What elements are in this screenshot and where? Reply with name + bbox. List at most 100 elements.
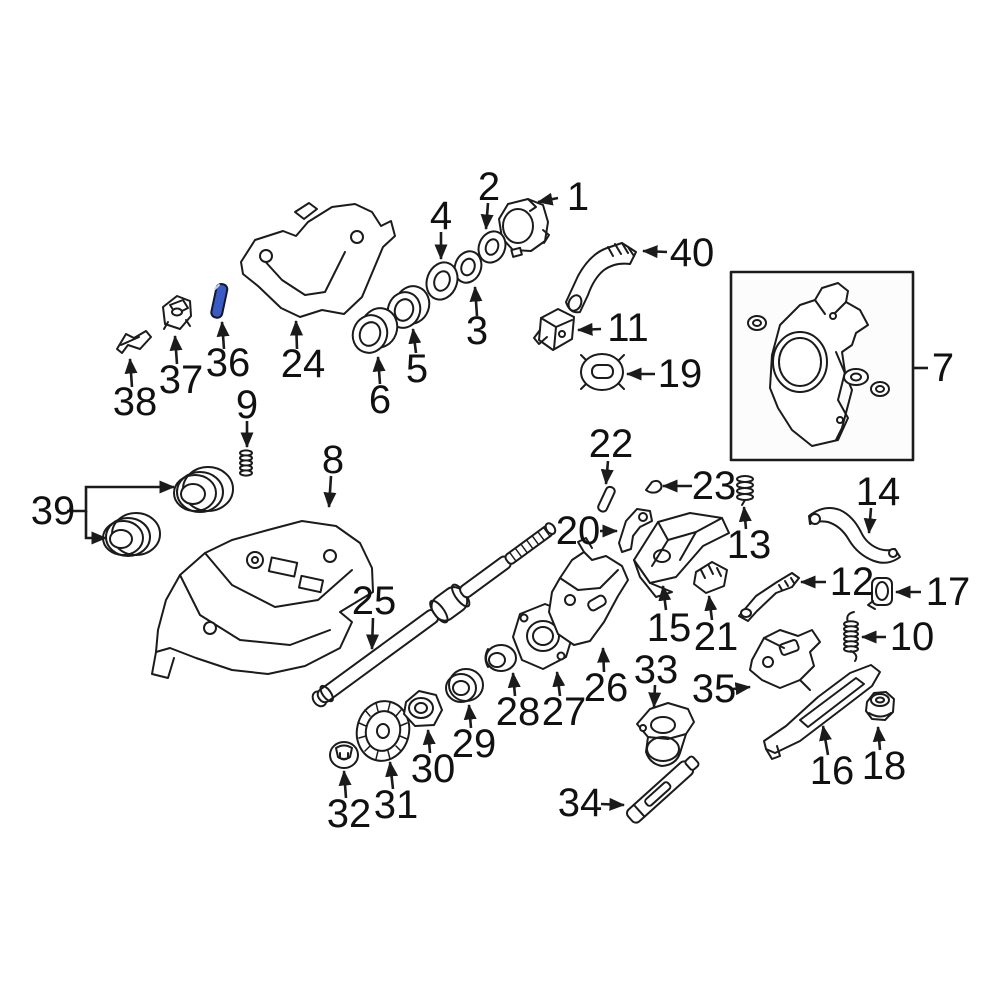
part-30-drawing xyxy=(403,690,443,727)
part-25-leader xyxy=(365,617,379,651)
part-2-drawing xyxy=(477,230,507,264)
part-16-leader xyxy=(819,724,832,756)
part-11-label: 11 xyxy=(607,306,649,350)
part-31-leader xyxy=(385,760,399,790)
part-35-label: 35 xyxy=(692,667,737,711)
part-13-drawing xyxy=(736,475,754,506)
part-18-leader xyxy=(872,725,886,751)
part-28-drawing xyxy=(484,644,517,672)
part-32-label: 32 xyxy=(327,792,372,836)
part-31-drawing xyxy=(355,700,411,762)
part-6-drawing xyxy=(351,307,399,354)
part-26-label: 26 xyxy=(584,666,629,710)
part-36-label: 36 xyxy=(206,341,251,385)
part-40-label: 40 xyxy=(670,231,715,275)
part-3-label: 3 xyxy=(466,309,488,353)
part-40-drawing xyxy=(565,242,637,314)
part-25-drawing xyxy=(311,522,557,708)
part-1-drawing xyxy=(498,198,550,258)
part-40-leader xyxy=(641,245,668,259)
part-24-leader xyxy=(290,319,304,350)
part-19-drawing xyxy=(580,353,625,391)
part-2-label: 2 xyxy=(478,165,500,209)
part-19-label: 19 xyxy=(658,352,703,396)
part-9-drawing xyxy=(239,449,253,477)
part-32-leader xyxy=(338,769,352,799)
part-16-drawing xyxy=(763,664,881,760)
part-37-leader xyxy=(169,334,183,365)
part-38-label: 38 xyxy=(113,380,158,424)
part-29-drawing xyxy=(445,668,484,703)
part-9-label: 9 xyxy=(236,383,258,427)
part-31-label: 31 xyxy=(374,783,419,827)
part-37-label: 37 xyxy=(159,358,204,402)
part-21-leader xyxy=(704,594,718,621)
part-33-drawing xyxy=(636,702,695,767)
part-39-leader-1 xyxy=(84,511,108,545)
part-18-label: 18 xyxy=(862,744,907,788)
part-22-drawing xyxy=(597,485,616,513)
part-27-label: 27 xyxy=(542,690,587,734)
part-33-label: 33 xyxy=(634,648,679,692)
part-38-leader xyxy=(124,357,138,388)
part-15-leader xyxy=(658,584,672,611)
part-5-leader xyxy=(408,327,422,354)
part-37-drawing xyxy=(162,295,192,330)
part-7-drawing xyxy=(747,282,890,447)
part-34-drawing xyxy=(625,755,700,824)
part-26-drawing xyxy=(548,537,629,646)
part-29-leader xyxy=(463,703,477,729)
part-10-drawing xyxy=(843,611,859,662)
part-3-leader xyxy=(469,285,483,317)
part-8-leader xyxy=(323,475,337,509)
part-34-label: 34 xyxy=(558,781,603,825)
part-12-label: 12 xyxy=(830,560,875,604)
part-17-label: 17 xyxy=(926,570,971,614)
part-22-label: 22 xyxy=(589,422,634,466)
part-11-leader xyxy=(576,322,602,336)
part-39-drawing xyxy=(102,466,234,557)
part-15-label: 15 xyxy=(647,606,692,650)
part-23-label: 23 xyxy=(692,464,737,508)
part-7-label: 7 xyxy=(932,346,954,390)
part-13-label: 13 xyxy=(727,523,772,567)
part-26-leader xyxy=(597,646,611,673)
part-5-label: 5 xyxy=(406,347,428,391)
part-35-drawing xyxy=(749,629,821,691)
part-8-label: 8 xyxy=(322,438,344,482)
part-27-leader xyxy=(552,670,566,697)
part-39-leader xyxy=(67,480,176,513)
part-21-drawing xyxy=(693,561,728,594)
part-39-label: 39 xyxy=(31,489,76,533)
part-22-leader xyxy=(600,460,614,486)
part-14-leader xyxy=(863,507,877,535)
part-1-label: 1 xyxy=(567,175,589,219)
part-11-drawing xyxy=(533,308,575,351)
part-21-label: 21 xyxy=(694,615,739,659)
part-16-label: 16 xyxy=(810,749,855,793)
part-3-drawing xyxy=(453,250,483,284)
part-33-leader xyxy=(648,684,662,709)
part-24-label: 24 xyxy=(281,342,326,386)
part-17-drawing xyxy=(867,577,893,610)
part-25-label: 25 xyxy=(352,579,397,623)
part-18-drawing xyxy=(865,691,895,721)
part-34-leader xyxy=(600,797,626,811)
part-36-drawing xyxy=(210,283,229,319)
part-20-drawing xyxy=(618,508,653,553)
part-6-leader xyxy=(372,355,386,385)
part-15-drawing xyxy=(633,512,730,598)
part-28-leader xyxy=(507,671,521,697)
part-14-label: 14 xyxy=(856,470,901,514)
part-4-label: 4 xyxy=(430,194,452,238)
part-1-leader xyxy=(536,192,559,206)
part-28-label: 28 xyxy=(496,690,541,734)
part-30-label: 30 xyxy=(411,747,456,791)
part-29-label: 29 xyxy=(452,722,497,766)
part-4-drawing xyxy=(425,261,459,301)
part-20-label: 20 xyxy=(556,509,601,553)
part-10-label: 10 xyxy=(890,615,935,659)
part-32-drawing xyxy=(329,741,359,769)
